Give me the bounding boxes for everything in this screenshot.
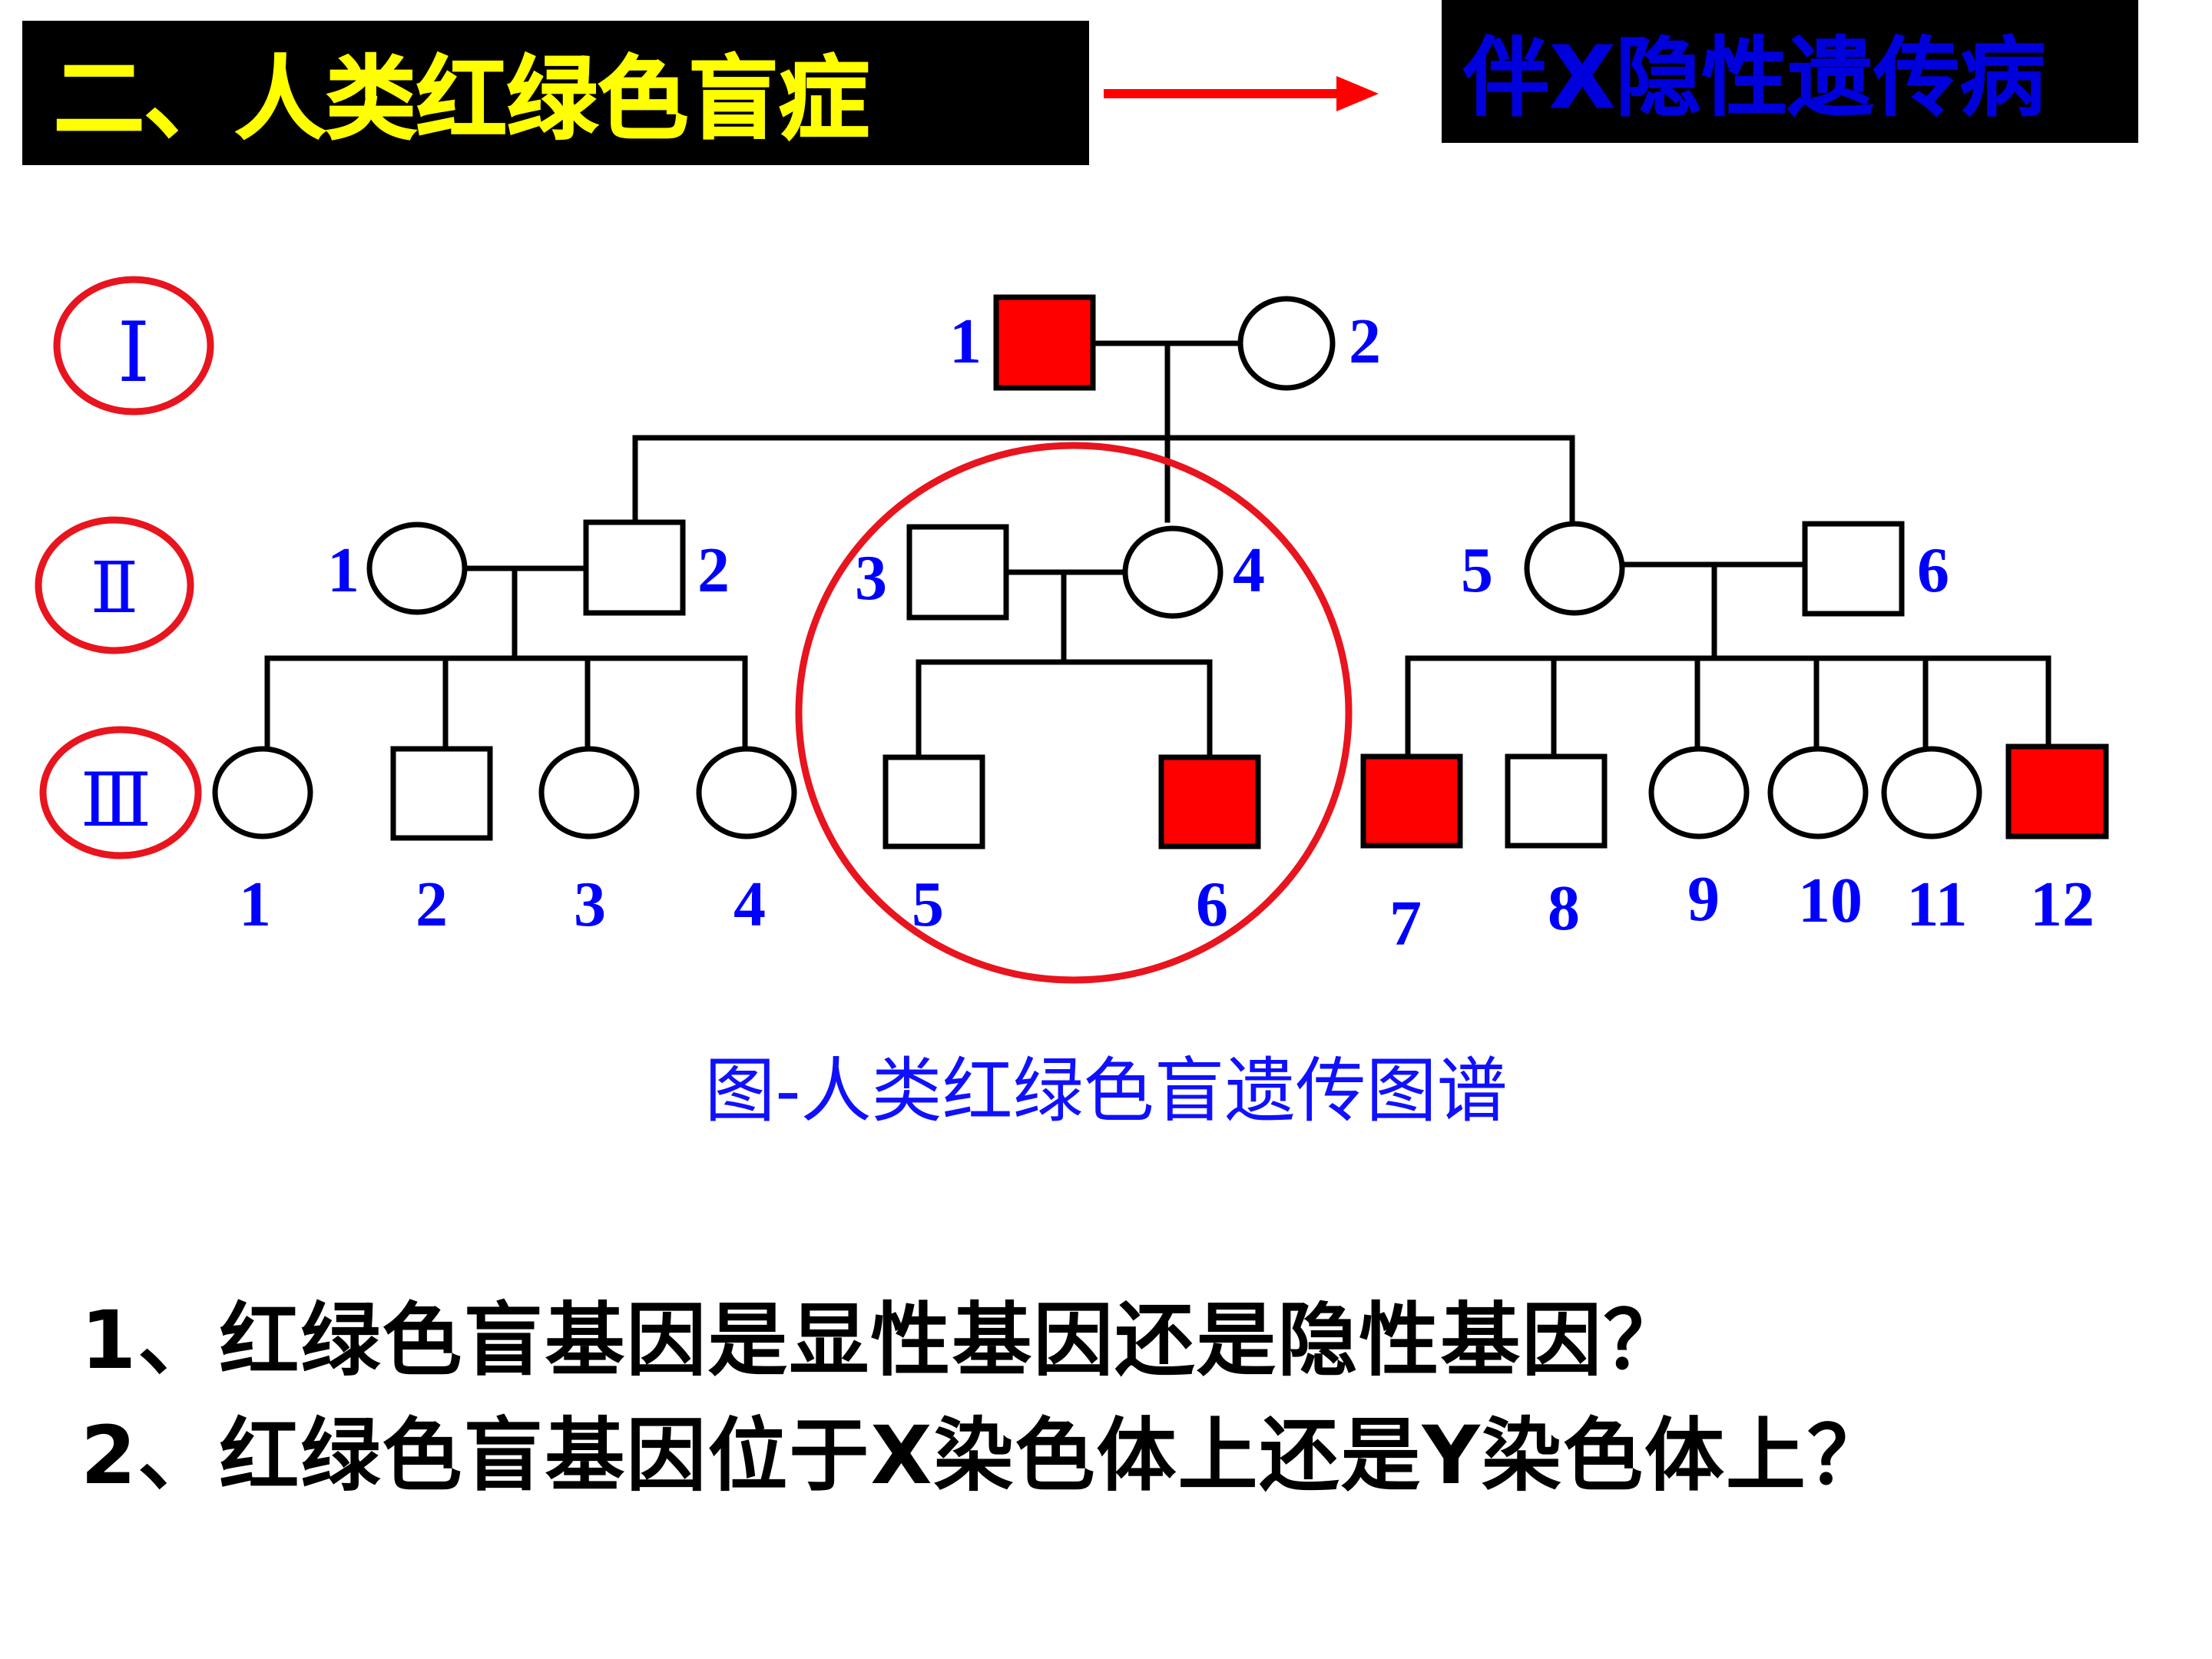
svg-text:12: 12 — [2030, 869, 2094, 940]
svg-text:Ⅲ: Ⅲ — [81, 760, 152, 842]
individual-III-2: 2 — [390, 746, 493, 940]
individual-I-2: 2 — [1237, 296, 1381, 391]
generation-label-1: Ⅰ — [53, 276, 214, 416]
question-1: 1、红绿色盲基因是显性基因还是隐性基因？ — [81, 1293, 1685, 1387]
individual-III-6: 6 — [1158, 754, 1261, 940]
svg-text:5: 5 — [912, 869, 944, 940]
svg-text:Ⅱ: Ⅱ — [91, 549, 139, 628]
svg-text:1: 1 — [327, 535, 359, 606]
svg-text:2: 2 — [1349, 306, 1381, 377]
svg-text:8: 8 — [1548, 873, 1580, 944]
svg-text:1: 1 — [949, 306, 982, 377]
svg-text:6: 6 — [1196, 869, 1228, 940]
svg-text:2: 2 — [697, 535, 730, 606]
title-text: 二、人类红绿色盲症 — [54, 46, 869, 152]
arrow-icon — [1104, 76, 1379, 111]
individual-II-2: 2 — [583, 519, 730, 616]
svg-text:4: 4 — [733, 869, 766, 940]
question-2: 2、红绿色盲基因位于X染色体上还是Y染色体上？ — [81, 1409, 1889, 1502]
svg-text:1: 1 — [239, 869, 271, 940]
individual-III-1: 1 — [212, 746, 313, 940]
result-text: 伴X隐性遗传病 — [1462, 28, 2045, 128]
individual-III-11: 11 — [1881, 746, 1982, 940]
individual-III-3: 3 — [538, 746, 640, 940]
result-box — [1442, 0, 2138, 143]
svg-text:2: 2 — [416, 869, 448, 940]
svg-text:4: 4 — [1233, 535, 1265, 606]
individual-II-6: 6 — [1802, 521, 1949, 617]
pedigree-caption: 图-人类红绿色盲遗传图谱 — [704, 1050, 1507, 1132]
svg-text:6: 6 — [1917, 535, 1949, 606]
individual-III-4: 4 — [696, 746, 797, 940]
individual-II-5: 5 — [1461, 521, 1625, 616]
svg-text:7: 7 — [1389, 888, 1422, 959]
svg-text:9: 9 — [1687, 863, 1720, 935]
individual-II-4: 4 — [1122, 525, 1265, 619]
individual-III-5: 5 — [882, 754, 985, 940]
generation-label-2: Ⅱ — [35, 516, 194, 654]
title-box — [22, 21, 1089, 165]
individual-III-10: 10 — [1767, 746, 1869, 936]
svg-text:11: 11 — [1906, 869, 1967, 940]
svg-text:3: 3 — [574, 869, 606, 940]
individual-II-1: 1 — [327, 522, 468, 615]
pedigree-lines — [264, 340, 2051, 760]
svg-text:Ⅰ: Ⅰ — [118, 308, 151, 399]
svg-text:5: 5 — [1461, 535, 1493, 606]
individual-II-3: 3 — [855, 524, 1009, 621]
individual-III-7: 7 — [1360, 753, 1463, 959]
svg-text:10: 10 — [1798, 865, 1863, 936]
individual-I-1: 1 — [949, 294, 1096, 391]
individual-III-8: 8 — [1505, 753, 1608, 944]
individual-III-12: 12 — [2005, 743, 2109, 940]
highlight-circle — [795, 442, 1353, 984]
svg-text:3: 3 — [855, 542, 887, 614]
individual-III-9: 9 — [1648, 746, 1750, 935]
generation-label-3: Ⅲ — [39, 726, 202, 859]
